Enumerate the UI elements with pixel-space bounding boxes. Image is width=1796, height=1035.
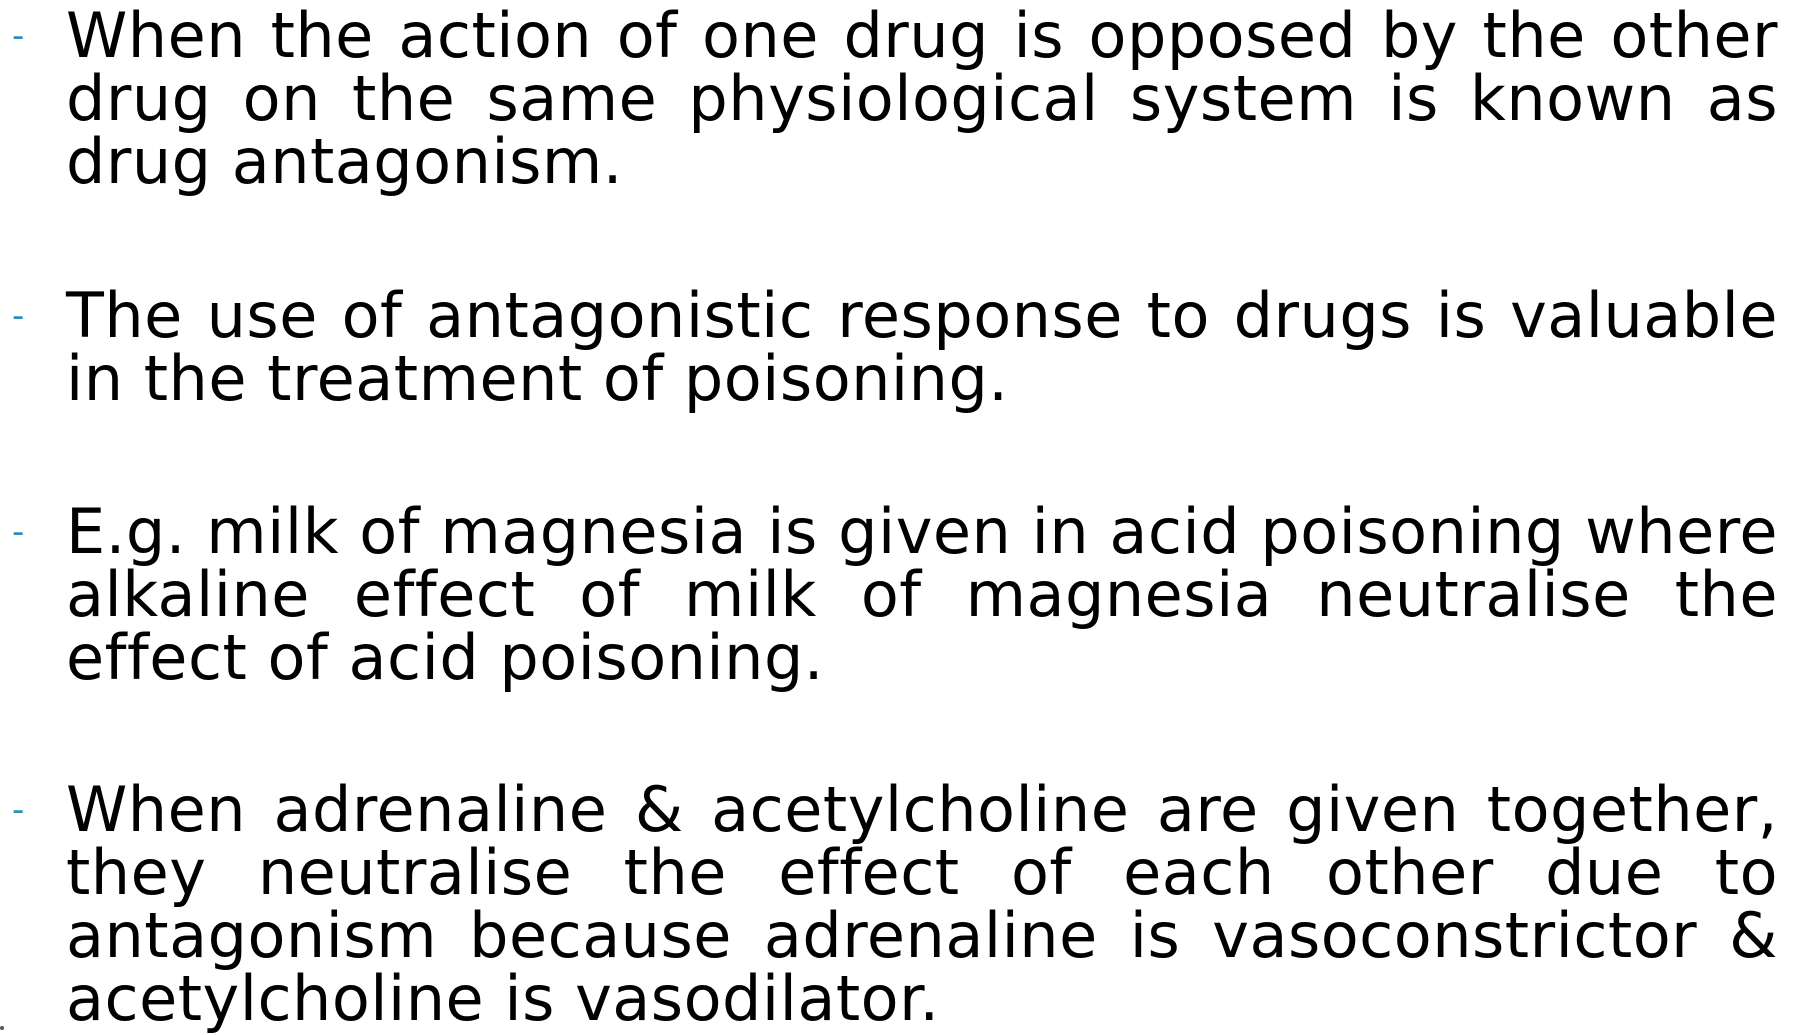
bullet-text: E.g. milk of magnesia is given in acid p… (66, 495, 1778, 694)
bullet-text: The use of antagonistic response to drug… (66, 279, 1778, 415)
bullet-dash-icon: - (12, 790, 25, 830)
corner-dot-decoration (0, 1026, 4, 1030)
bullet-text: When adrenaline & acetylcholine are give… (66, 773, 1778, 1035)
bullet-text: When the action of one drug is opposed b… (66, 0, 1778, 198)
bullet-dash-icon: - (12, 512, 25, 552)
bullet-dash-icon: - (12, 16, 25, 56)
bullet-dash-icon: - (12, 296, 25, 336)
